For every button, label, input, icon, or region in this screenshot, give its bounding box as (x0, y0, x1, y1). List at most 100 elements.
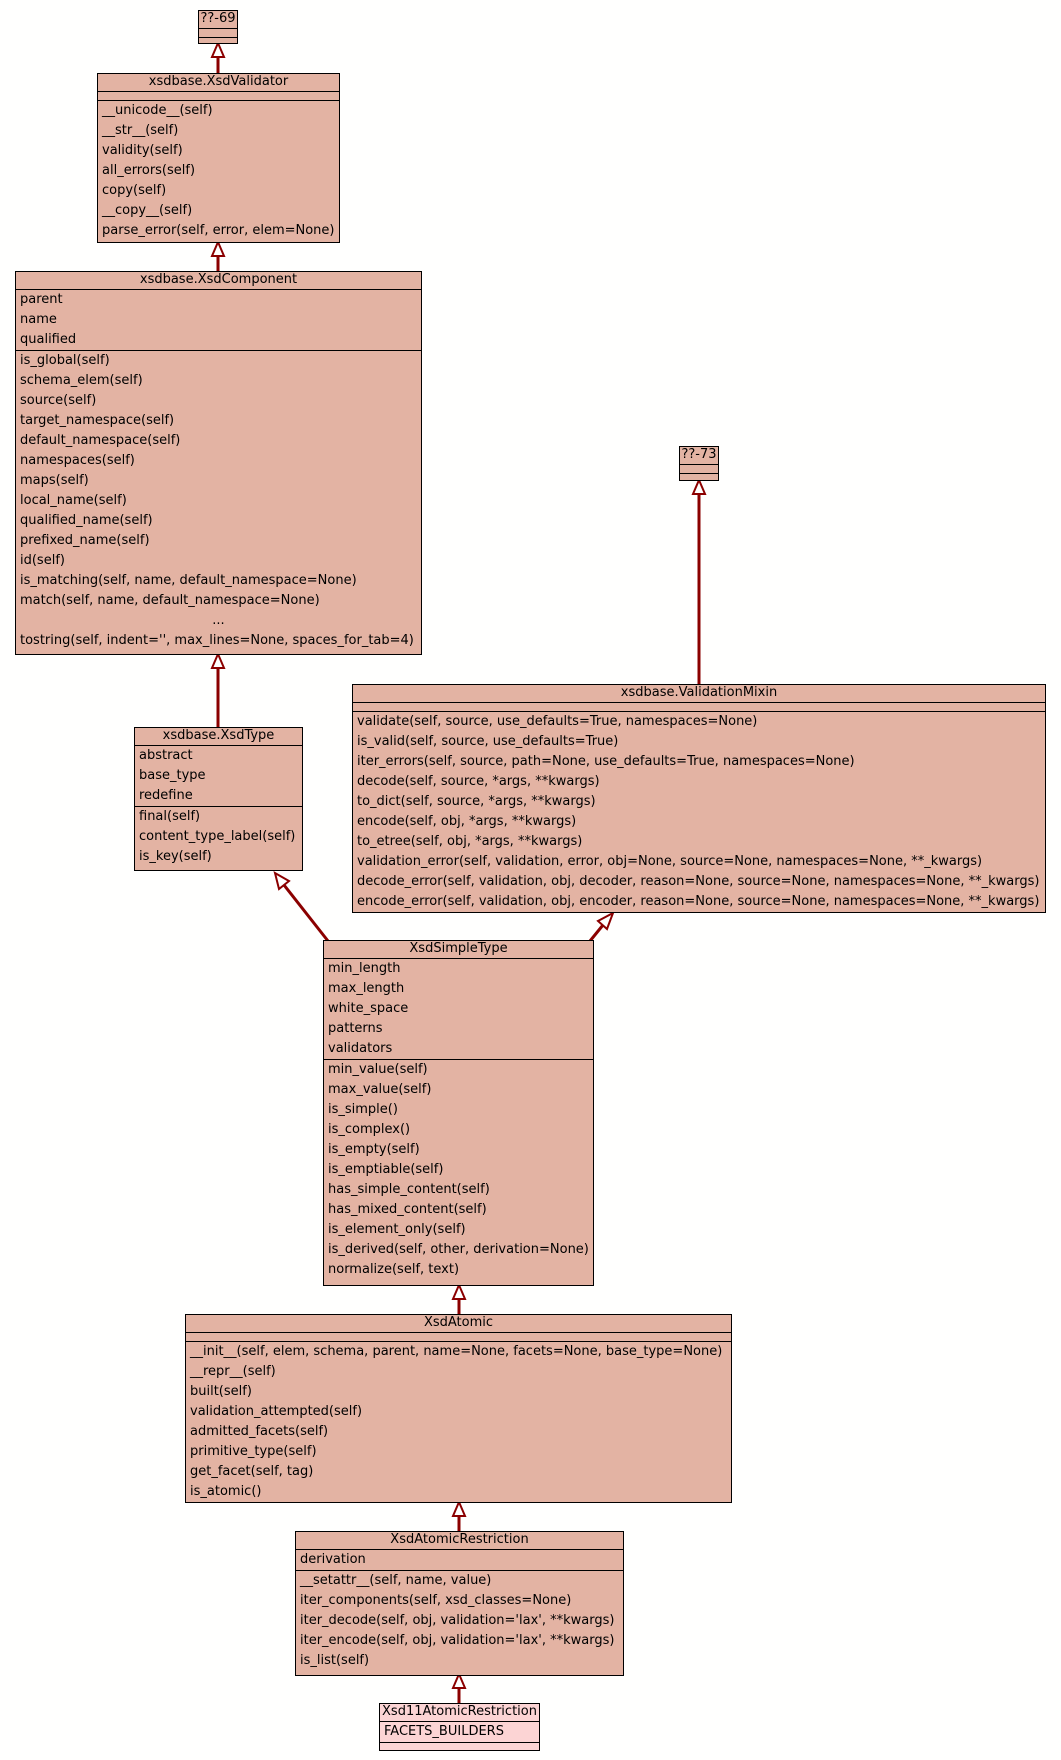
method-row: __str__(self) (102, 123, 179, 138)
methods-section (680, 474, 718, 482)
class-title: ??-69 (199, 11, 237, 29)
method-row: has_simple_content(self) (328, 1182, 490, 1197)
methods-section: __init__(self, elem, schema, parent, nam… (186, 1342, 731, 1502)
method-row: primitive_type(self) (190, 1444, 317, 1459)
attribute-row: redefine (139, 788, 193, 803)
method-row: ... (212, 613, 225, 628)
method-row: to_dict(self, source, *args, **kwargs) (357, 794, 596, 809)
method-row: validation_error(self, validation, error… (357, 854, 983, 869)
method-row: target_namespace(self) (20, 413, 175, 428)
class-node-73[interactable]: ??-73 (679, 446, 719, 481)
attribute-row: qualified (20, 332, 77, 347)
method-row: iter_encode(self, obj, validation='lax',… (300, 1633, 615, 1648)
method-row: normalize(self, text) (328, 1262, 460, 1277)
method-row: is_emptiable(self) (328, 1162, 444, 1177)
methods-section: final(self)content_type_label(self)is_ke… (135, 807, 302, 867)
attribute-row: derivation (300, 1552, 366, 1567)
attribute-row: patterns (328, 1021, 383, 1036)
attributes-section: FACETS_BUILDERS (380, 1722, 539, 1743)
attributes-section (199, 29, 237, 38)
method-row: maps(self) (20, 473, 89, 488)
method-row: schema_elem(self) (20, 373, 143, 388)
attribute-row: base_type (139, 768, 206, 783)
methods-section: validate(self, source, use_defaults=True… (353, 712, 1045, 912)
method-row: iter_decode(self, obj, validation='lax',… (300, 1613, 615, 1628)
class-title: xsdbase.ValidationMixin (353, 685, 1045, 703)
method-row: min_value(self) (328, 1062, 428, 1077)
method-row: max_value(self) (328, 1082, 432, 1097)
method-row: has_mixed_content(self) (328, 1202, 487, 1217)
attributes-section: derivation (296, 1550, 623, 1571)
attributes-section (680, 465, 718, 474)
method-row: built(self) (190, 1384, 252, 1399)
method-row: __unicode__(self) (102, 103, 213, 118)
method-row: tostring(self, indent='', max_lines=None… (20, 633, 414, 648)
method-row: is_simple() (328, 1102, 398, 1117)
attribute-row: white_space (328, 1001, 409, 1016)
method-row: qualified_name(self) (20, 513, 153, 528)
method-row: match(self, name, default_namespace=None… (20, 593, 320, 608)
methods-section (380, 1743, 539, 1751)
method-row: is_matching(self, name, default_namespac… (20, 573, 357, 588)
method-row: decode_error(self, validation, obj, deco… (357, 874, 1040, 889)
method-row: iter_errors(self, source, path=None, use… (357, 754, 855, 769)
method-row: validation_attempted(self) (190, 1404, 363, 1419)
method-row: __repr__(self) (190, 1364, 276, 1379)
class-node-xsdvalidator[interactable]: xsdbase.XsdValidator __unicode__(self)__… (97, 73, 340, 243)
class-title: ??-73 (680, 447, 718, 465)
method-row: final(self) (139, 809, 201, 824)
attributes-section (186, 1333, 731, 1342)
method-row: source(self) (20, 393, 97, 408)
attribute-row: parent (20, 292, 63, 307)
class-node-xsdatomicrestriction[interactable]: XsdAtomicRestriction derivation __setatt… (295, 1531, 624, 1676)
method-row: validity(self) (102, 143, 183, 158)
methods-section: min_value(self) max_value(self) is_simple(… (324, 1060, 593, 1280)
class-title: Xsd11AtomicRestriction (380, 1704, 539, 1722)
attribute-row: abstract (139, 748, 193, 763)
class-node-xsdatomic[interactable]: XsdAtomic __init__(self, elem, schema, p… (185, 1314, 732, 1503)
class-title: XsdAtomic (186, 1315, 731, 1333)
methods-section: is_global(self) schema_elem(self) source(s… (16, 351, 421, 651)
attribute-row: max_length (328, 981, 405, 996)
method-row: encode(self, obj, *args, **kwargs) (357, 814, 577, 829)
attribute-row: min_length (328, 961, 401, 976)
method-row: admitted_facets(self) (190, 1424, 329, 1439)
method-row: is_valid(self, source, use_defaults=True… (357, 734, 619, 749)
class-node-xsdsimpletype[interactable]: XsdSimpleType min_length max_length white_… (323, 940, 594, 1286)
class-title: XsdAtomicRestriction (296, 1532, 623, 1550)
class-title: XsdSimpleType (324, 941, 593, 959)
attributes-section (353, 703, 1045, 712)
attributes-section: min_length max_length white_space patterns v… (324, 959, 593, 1060)
method-row: copy(self) (102, 183, 167, 198)
method-row: iter_components(self, xsd_classes=None) (300, 1593, 572, 1608)
method-row: __init__(self, elem, schema, parent, nam… (190, 1344, 723, 1359)
method-row: is_list(self) (300, 1653, 370, 1668)
method-row: all_errors(self) (102, 163, 196, 178)
method-row: prefixed_name(self) (20, 533, 150, 548)
method-row: __copy__(self) (102, 203, 193, 218)
class-title: xsdbase.XsdType (135, 728, 302, 746)
class-node-validationmixin[interactable]: xsdbase.ValidationMixin validate(self, s… (352, 684, 1046, 913)
class-node-xsd11atomicrestriction[interactable]: Xsd11AtomicRestriction FACETS_BUILDERS (379, 1703, 540, 1751)
method-row: is_global(self) (20, 353, 110, 368)
attribute-row: FACETS_BUILDERS (384, 1724, 504, 1739)
attribute-row: validators (328, 1041, 393, 1056)
method-row: validate(self, source, use_defaults=True… (357, 714, 758, 729)
method-row: get_facet(self, tag) (190, 1464, 314, 1479)
methods-section: __unicode__(self) __str__(self) validity(s… (98, 101, 339, 241)
method-row: parse_error(self, error, elem=None) (102, 223, 335, 238)
method-row: is_atomic() (190, 1484, 262, 1499)
method-row: to_etree(self, obj, *args, **kwargs) (357, 834, 583, 849)
method-row: is_empty(self) (328, 1142, 420, 1157)
method-row: is_complex() (328, 1122, 411, 1137)
class-title: xsdbase.XsdComponent (16, 272, 421, 290)
methods-section (199, 38, 237, 46)
method-row: __setattr__(self, name, value) (300, 1573, 492, 1588)
method-row: namespaces(self) (20, 453, 135, 468)
class-node-69[interactable]: ??-69 (198, 10, 238, 44)
class-title: xsdbase.XsdValidator (98, 74, 339, 92)
